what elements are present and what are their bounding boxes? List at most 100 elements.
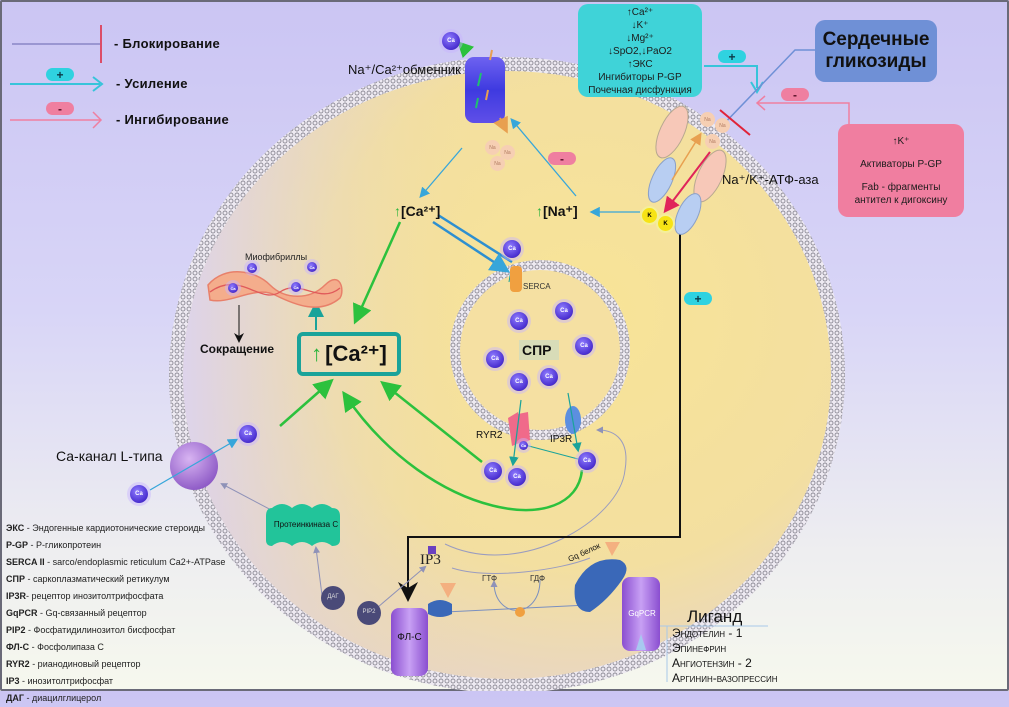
abbreviation-term: ДАГ (6, 693, 25, 703)
inhibitors-minus-badge: - (781, 88, 809, 101)
atpase-beta-1 (655, 105, 689, 159)
ligand-list: Эндотелин - 1 Эпинефрин Ангиотензин - 2 … (672, 626, 778, 686)
abbreviation-item: P-GP - P-гликопротеин (6, 537, 225, 554)
ca-ion: Ca (442, 32, 460, 50)
inhibitor-item: ↑K⁺ (892, 135, 910, 147)
abbreviation-item: GqPCR - Gq-связанный рецептор (6, 605, 225, 622)
enhancers-plus-badge: + (718, 50, 746, 63)
abbreviation-definition: - sarco/endoplasmic reticulum Ca2+-ATPas… (44, 557, 226, 567)
na-ion: Na (485, 140, 500, 155)
ca-ion: Ca (503, 240, 521, 258)
ca-ion: Ca (291, 282, 301, 292)
abbreviation-term: СПР (6, 574, 25, 584)
myofibrils (207, 271, 343, 308)
ca-concentration-text: [Ca²⁺] (401, 203, 441, 219)
gqpcr-receptor (622, 577, 660, 651)
ca-ion: Ca (540, 368, 558, 386)
gq-protein (574, 559, 627, 612)
abbreviation-term: IP3R (6, 591, 27, 601)
cardiac-glycosides-box: Сердечные гликозиды (815, 20, 937, 82)
na-ion: Na (700, 112, 715, 127)
ca-ion: Ca (228, 283, 238, 293)
protein-kinase-c (266, 504, 340, 546)
abbreviation-definition: - рианодиновый рецептор (29, 659, 141, 669)
ca-ion: Ca (575, 337, 593, 355)
k-ion: K (640, 206, 659, 225)
ca-ion: Ca (510, 312, 528, 330)
ca-ion: Ca (578, 452, 596, 470)
legend-plus-badge: + (46, 68, 74, 81)
enhancers-box: ↑Ca²⁺ ↓K⁺ ↓Mg²⁺ ↓SpO2,↓PaO2 ↑ЭКС Ингибит… (578, 4, 702, 97)
inhibition-badge: - (548, 152, 576, 165)
ca-ion: Ca (239, 425, 257, 443)
abbreviation-term: ФЛ-С (6, 642, 30, 652)
main-ca-concentration-text: [Ca²⁺] (325, 341, 387, 366)
inhibitors-box: ↑K⁺ Активаторы P-GP Fab - фрагменты анти… (838, 124, 964, 217)
g-alpha-subunit (428, 600, 452, 617)
atpase-label: Na⁺/K⁺-АТФ-аза (722, 172, 819, 187)
abbreviation-term: P-GP (6, 540, 29, 550)
abbreviation-term: ЭКС (6, 523, 25, 533)
ip3r-label: IP3R (550, 434, 573, 445)
abbreviation-item: ЭКС - Эндогенные кардиотонические стерои… (6, 520, 225, 537)
na-concentration: ↑[Na⁺] (536, 203, 578, 220)
k-ion: K (656, 214, 675, 233)
abbreviation-term: PIP2 (6, 625, 26, 635)
up-arrow-icon: ↑ (394, 203, 401, 219)
ligand-title: Лиганд (687, 607, 743, 626)
atpase-alpha-1 (647, 157, 677, 203)
l-type-ca-channel (170, 442, 218, 490)
legend-minus-badge: - (46, 102, 74, 115)
abbreviation-item: SERCA II - sarco/endoplasmic reticulum C… (6, 554, 225, 571)
inhibitor-item: Активаторы P-GP (860, 158, 942, 170)
ligand-item: Аргинин-вазопрессин (672, 671, 778, 685)
gdp-label: ГДФ (530, 574, 546, 583)
ligand-item: Эпинефрин (672, 641, 727, 655)
na-ion: Na (705, 134, 720, 149)
na-ion: Na (715, 118, 730, 133)
ca-ion: Ca (484, 462, 502, 480)
ca-ion: Ca (555, 302, 573, 320)
na-concentration-text: [Na⁺] (543, 203, 578, 219)
ca-channel-label: Са-канал L-типа (56, 448, 163, 464)
up-arrow-icon: ↑ (536, 203, 543, 219)
dag-label: ДАГ (327, 594, 339, 600)
abbreviation-item: ФЛ-С - Фосфолипаза С (6, 639, 225, 656)
plc-label: ФЛ-С (397, 632, 422, 643)
na-ion: Na (490, 156, 505, 171)
legend-block-label: - Блокирование (114, 36, 221, 51)
ca-ion: Ca (247, 263, 257, 273)
phospholipase-c (391, 608, 428, 676)
abbreviation-item: RYR2 - рианодиновый рецептор (6, 656, 225, 673)
na-ion: Na (500, 145, 515, 160)
abbreviation-term: SERCA II (6, 557, 45, 567)
na-ca-exchanger (465, 57, 505, 123)
ca-ion: Ca (307, 262, 317, 272)
block-mark (719, 109, 751, 136)
ligand-item: Ангиотензин - 2 (672, 656, 752, 670)
abbreviation-item: ДАГ - диацилглицерол (6, 690, 225, 707)
exchanger-label: Na⁺/Ca²⁺обменник (348, 62, 461, 77)
ca-ion: Ca (130, 485, 148, 503)
spr-label-bg (519, 340, 559, 360)
abbreviation-term: IP3 (6, 676, 20, 686)
abbreviations-list: ЭКС - Эндогенные кардиотонические стерои… (6, 520, 225, 707)
pip2-label: PIP2 (362, 609, 376, 615)
up-arrow-icon: ↑ (311, 341, 323, 366)
abbreviation-definition: - рецептор инозитолтрифосфата (26, 591, 164, 601)
pip2-molecule (357, 601, 381, 625)
spr-label: СПР (522, 342, 552, 358)
glycosides-title-1: Сердечные (822, 29, 930, 50)
gtp-label: ГТФ (482, 574, 498, 583)
legend-enhance-label: - Усиление (116, 76, 188, 91)
contraction-label: Сокращение (200, 342, 275, 356)
protein-kinase-c-label: Протеинкиназа С (273, 520, 339, 529)
legend-inhibit-label: - Ингибирование (116, 112, 230, 127)
abbreviation-definition: - Эндогенные кардиотонические стероиды (24, 523, 205, 533)
ca-ion: Ca (486, 350, 504, 368)
ip3-label: IP3 (420, 552, 441, 568)
abbreviation-item: PIP2 - Фосфатидилинозитол бисфосфат (6, 622, 225, 639)
abbreviation-definition: - P-гликопротеин (28, 540, 102, 550)
abbreviation-item: IP3R- рецептор инозитолтрифосфата (6, 588, 225, 605)
ryr2-label: RYR2 (476, 430, 503, 441)
